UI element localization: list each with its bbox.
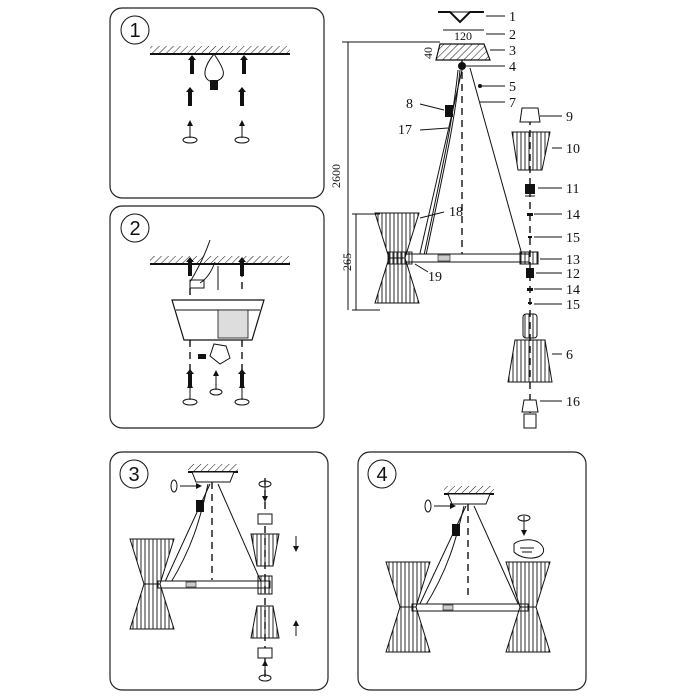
step-3-number: 3: [128, 464, 139, 486]
exploded-view: 120 40 2600 265: [329, 10, 580, 430]
step-4-panel: 4: [357, 451, 587, 691]
part-label-15-top: 15: [566, 231, 580, 246]
part-label-15-bottom: 15: [566, 298, 580, 313]
dim-width: 120: [454, 29, 472, 43]
part-label-6: 6: [566, 348, 573, 363]
step-2-number: 2: [129, 218, 140, 240]
step-2-panel: 2: [109, 205, 325, 429]
dim-canopy-height: 40: [421, 47, 435, 59]
part-label-14-top: 14: [566, 208, 580, 223]
part-label-2: 2: [509, 28, 516, 43]
step-3-panel: 3: [109, 451, 329, 691]
part-label-3: 3: [509, 44, 516, 59]
part-label-4: 4: [509, 60, 516, 75]
step-4-number: 4: [376, 464, 387, 486]
part-label-5: 5: [509, 80, 516, 95]
part-label-9: 9: [566, 110, 573, 125]
label-leaders: [414, 15, 562, 402]
part-label-7: 7: [509, 96, 516, 111]
step-1-panel: 1: [109, 7, 325, 199]
part-label-1: 1: [509, 10, 516, 25]
part-label-10: 10: [566, 142, 580, 157]
part-label-16: 16: [566, 395, 580, 410]
part-label-11: 11: [566, 182, 579, 197]
part-label-19: 19: [428, 270, 442, 285]
dim-total-height: 2600: [329, 164, 343, 188]
part-label-18: 18: [449, 205, 463, 220]
part-label-17: 17: [398, 123, 412, 138]
part-label-13: 13: [566, 253, 580, 268]
step-1-number: 1: [129, 20, 140, 42]
part-label-8: 8: [406, 97, 413, 112]
part-label-12: 12: [566, 267, 580, 282]
dim-lamp-height: 265: [340, 253, 354, 271]
part-label-14-bottom: 14: [566, 283, 580, 298]
